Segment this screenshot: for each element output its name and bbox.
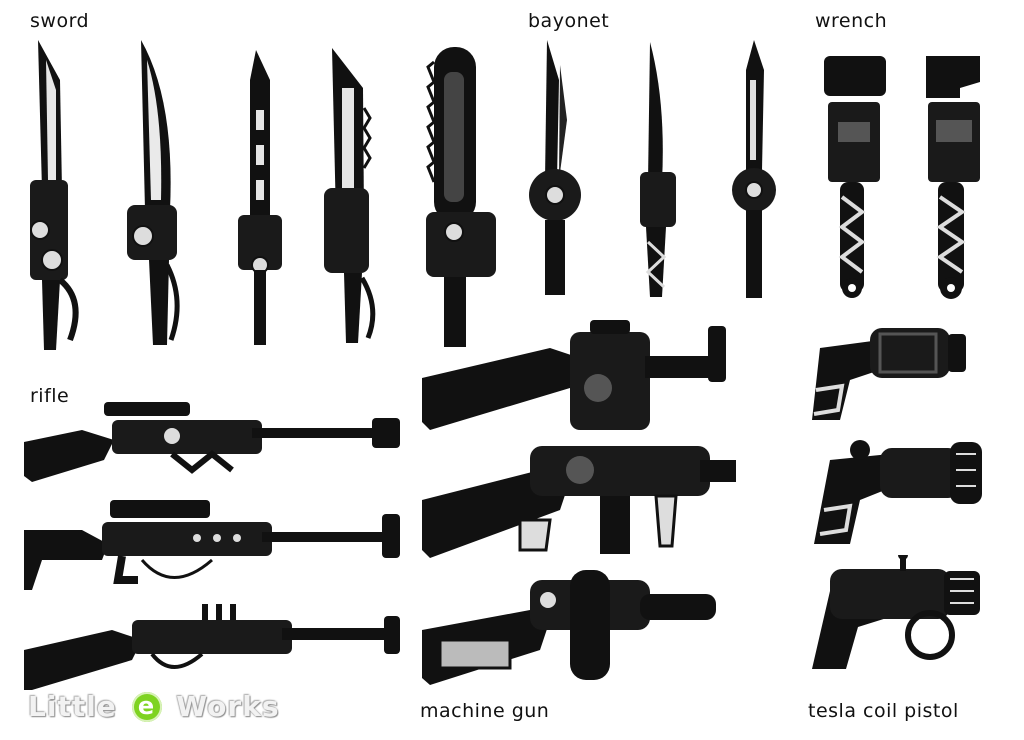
- machine-gun-2-illustration: [422, 446, 736, 558]
- sword-2-illustration: [127, 40, 180, 345]
- bayonet-1-illustration: [529, 40, 581, 295]
- bayonet-label: bayonet: [528, 10, 610, 32]
- sword-1-illustration: [30, 40, 79, 350]
- little-e-works-logo: Little e Works: [28, 690, 280, 723]
- wrench-1-illustration: [824, 56, 886, 298]
- tesla-pistol-3-illustration: [812, 555, 980, 669]
- chainsaw-sword-illustration: [426, 47, 496, 347]
- wrench-2-illustration: [926, 56, 980, 299]
- sword-4-illustration: [324, 48, 376, 343]
- machine-gun-1-illustration: [422, 320, 726, 430]
- logo-e-badge: e: [131, 692, 162, 722]
- logo-text-works: Works: [176, 690, 280, 723]
- tesla-pistol-1-illustration: [812, 328, 966, 420]
- tesla-pistol-2-illustration: [814, 440, 982, 544]
- bayonet-3-illustration: [732, 40, 776, 298]
- sword-label: sword: [30, 10, 90, 32]
- rifle-2-illustration: [24, 500, 400, 590]
- bayonet-2-illustration: [640, 42, 676, 297]
- rifle-3-illustration: [24, 604, 400, 690]
- wrench-label: wrench: [815, 10, 888, 32]
- rifle-label: rifle: [30, 385, 70, 407]
- machine-gun-label: machine gun: [420, 700, 550, 722]
- sword-3-illustration: [238, 50, 282, 345]
- rifle-1-illustration: [24, 402, 400, 482]
- logo-text-little: Little: [28, 690, 117, 723]
- machine-gun-3-illustration: [422, 570, 716, 685]
- tesla-coil-pistol-label: tesla coil pistol: [808, 700, 959, 722]
